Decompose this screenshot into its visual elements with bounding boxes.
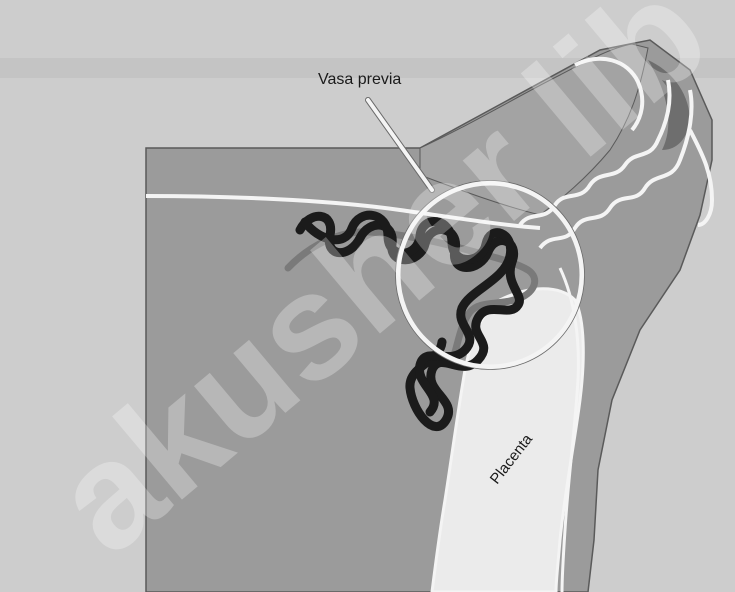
vasa-previa-label: Vasa previa	[318, 71, 401, 88]
